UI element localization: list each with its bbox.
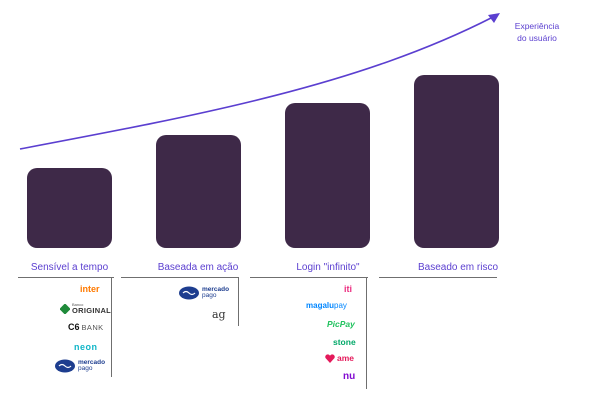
column-divider-1 (111, 277, 112, 377)
column-label-3: Login "infinito" (296, 262, 360, 273)
pay-text: pay (334, 301, 347, 310)
separator-3 (250, 277, 368, 278)
bar-4 (414, 75, 499, 248)
separator-2 (121, 277, 239, 278)
column-label-4: Baseado em risco (417, 262, 499, 273)
mercado-pago-icon (55, 359, 75, 373)
separator-4 (379, 277, 497, 278)
bar-2 (156, 135, 241, 248)
ag-logo: ag (212, 309, 226, 320)
column-label-2: Baseada em ação (157, 262, 239, 273)
banco-original-logo: Banco ORIGINAL (60, 303, 111, 315)
arrow-label-line2: do usuário (517, 33, 557, 43)
neon-logo: neon (74, 343, 98, 352)
ame-logo-text: ame (337, 353, 355, 364)
bank-text: BANK (81, 322, 104, 332)
arrow-label-line1: Experiência (514, 21, 560, 31)
mercado-pago-icon (179, 286, 199, 300)
picpay-logo-text: PicPay (327, 319, 355, 329)
iti-logo: iti (344, 285, 352, 294)
pago-text: pago (78, 365, 93, 372)
nu-logo-text: nu (343, 371, 356, 382)
column-divider-2 (238, 277, 239, 326)
pago-text: pago (202, 292, 217, 299)
neon-logo-text: neon (74, 342, 98, 352)
arrow-label: Experiência do usuário (509, 20, 565, 44)
c6-text: C6 (68, 322, 80, 332)
bar-3 (285, 103, 370, 248)
mercado-text: mercado (202, 285, 230, 293)
inter-logo-text: inter (80, 284, 100, 294)
picpay-logo: PicPay (327, 320, 355, 329)
stone-logo-text: stone (333, 337, 356, 347)
column-divider-3 (366, 277, 367, 389)
mercado-text: mercado (78, 358, 106, 366)
original-icon (60, 303, 70, 314)
original-logo-text: ORIGINAL (72, 306, 112, 315)
bar-1 (27, 168, 112, 248)
ame-heart-icon (325, 354, 335, 363)
nubank-logo: nu (343, 372, 355, 382)
c6-bank-logo: C6 BANK (68, 323, 104, 332)
ame-logo: ame (325, 354, 354, 363)
magalu-text: magalu (306, 301, 335, 310)
arrowhead (488, 13, 500, 23)
ag-logo-text: ag (212, 308, 226, 321)
original-prefix-text: Banco (72, 302, 84, 307)
stone-logo: stone (333, 338, 356, 347)
iti-logo-text: iti (344, 284, 352, 294)
column-label-1: Sensível a tempo (30, 262, 109, 273)
mercado-pago-logo-2: mercado pago (178, 286, 229, 300)
separator-1 (18, 277, 114, 278)
mercado-pago-logo-1: mercado pago (54, 359, 105, 373)
inter-logo: inter (80, 285, 100, 294)
